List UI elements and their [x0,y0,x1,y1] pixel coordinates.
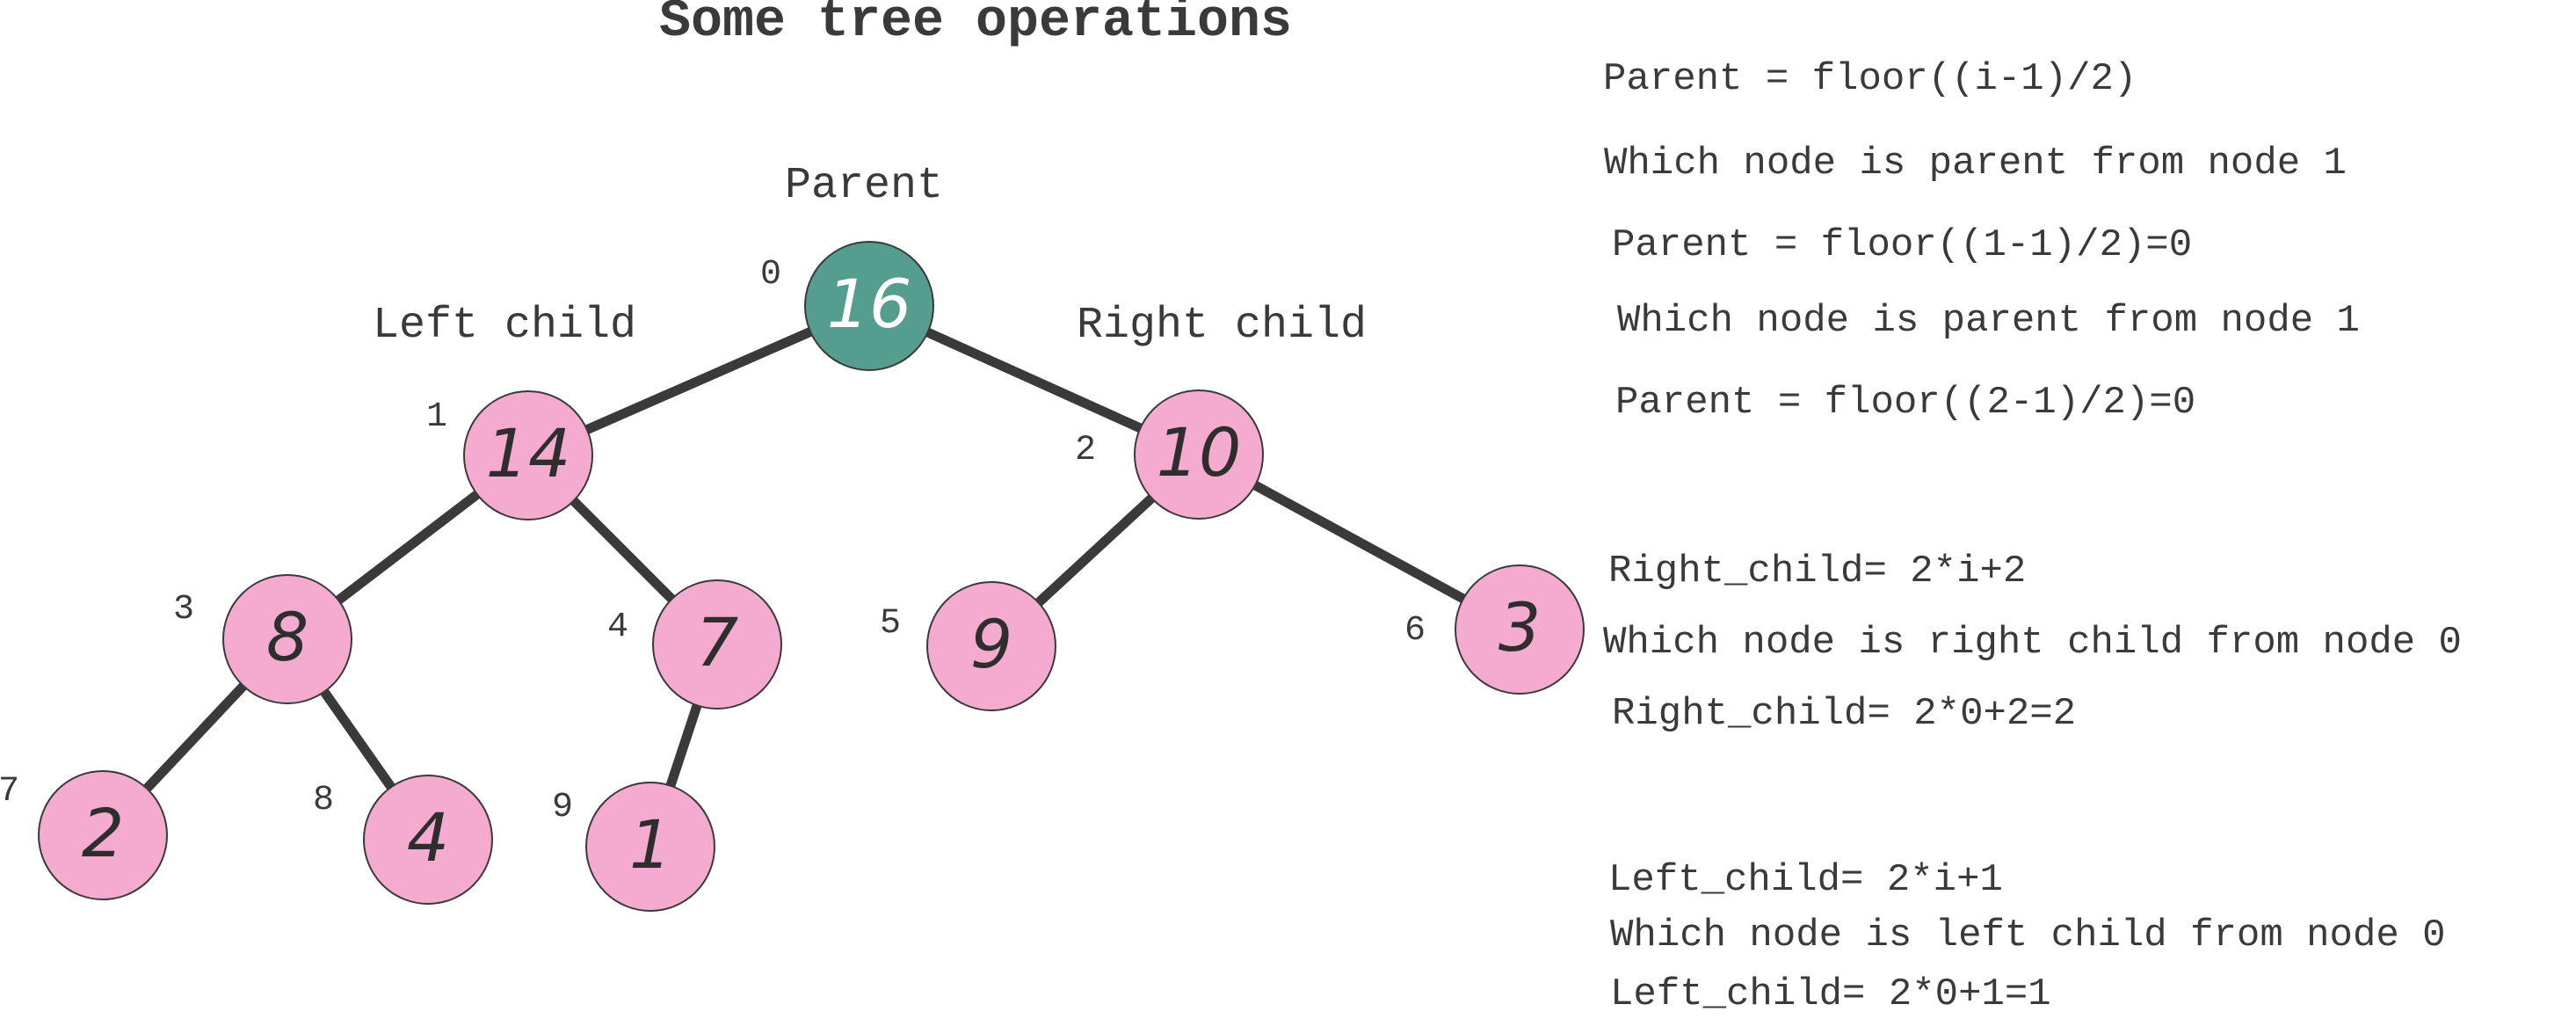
tree-node-2: 10 2 [1075,389,1264,520]
edge-2-6 [1250,480,1469,604]
edge-0-1 [582,326,816,435]
tree-node-5: 9 5 [880,581,1056,711]
node-index: 7 [0,772,19,812]
node-value: 10 [1157,413,1242,491]
node-value: 3 [1498,588,1541,666]
tree-node-9: 1 9 [552,782,715,912]
parent-answer-2: Parent = floor((2-1)/2)=0 [1615,381,2195,425]
node-value: 8 [266,598,308,676]
node-circle [222,574,352,704]
node-value: 4 [407,798,449,877]
tree-node-6: 3 6 [1404,564,1585,695]
tree-node-4: 7 4 [607,579,782,710]
right-child-formula: Right_child= 2*i+2 [1608,550,2026,593]
tree-edges [141,326,1469,794]
node-circle [585,782,715,912]
node-index: 1 [426,397,447,437]
edge-1-4 [569,496,677,604]
node-circle [1134,389,1264,520]
node-circle [1455,564,1585,695]
node-circle [652,579,782,710]
node-index: 3 [173,590,194,630]
node-circle-root [804,241,934,371]
node-circle [363,775,493,905]
formula-panel: Parent = floor((i-1)/2) Which node is pa… [1603,57,2462,1016]
edge-0-2 [923,327,1145,433]
parent-answer-1: Parent = floor((1-1)/2)=0 [1612,223,2192,267]
node-circle [463,390,593,520]
node-value: 1 [629,805,671,884]
node-value: 9 [970,605,1012,683]
node-index: 8 [313,781,334,820]
node-index: 6 [1404,611,1426,651]
tree-node-0: 16 0 [760,241,934,371]
diagram-title: Some tree operations [659,0,1292,52]
node-index: 9 [552,788,573,827]
node-value: 2 [82,794,124,872]
parent-question-1: Which node is parent from node 1 [1604,142,2347,186]
left-child-formula: Left_child= 2*i+1 [1608,858,2003,902]
node-value: 14 [486,414,571,492]
left-child-label: Left child [373,301,636,351]
edge-2-5 [1034,493,1157,608]
parent-formula: Parent = floor((i-1)/2) [1603,57,2137,101]
tree-nodes: 16 0 14 1 10 2 8 3 7 4 9 5 [0,241,1585,912]
left-child-answer: Left_child= 2*0+1=1 [1610,972,2051,1016]
tree-node-3: 8 3 [173,574,352,704]
edge-4-9 [665,700,702,791]
edge-1-3 [333,489,483,606]
edge-3-8 [319,687,396,792]
parent-label: Parent [785,161,943,211]
node-index: 5 [880,604,901,644]
parent-question-2: Which node is parent from node 1 [1617,299,2360,343]
node-index: 4 [607,608,628,647]
right-child-answer: Right_child= 2*0+2=2 [1612,692,2076,736]
node-value: 16 [827,265,912,343]
node-value: 7 [696,603,738,681]
node-circle [926,581,1056,711]
right-child-label: Right child [1077,301,1367,351]
node-index: 2 [1075,431,1096,470]
tree-node-8: 4 8 [313,775,493,905]
tree-node-7: 2 7 [0,770,168,900]
node-circle [38,770,168,900]
edge-3-7 [141,681,249,794]
right-child-question: Which node is right child from node 0 [1603,621,2462,665]
node-index: 0 [760,255,781,295]
tree-node-1: 14 1 [426,390,593,520]
left-child-question: Which node is left child from node 0 [1610,913,2446,957]
